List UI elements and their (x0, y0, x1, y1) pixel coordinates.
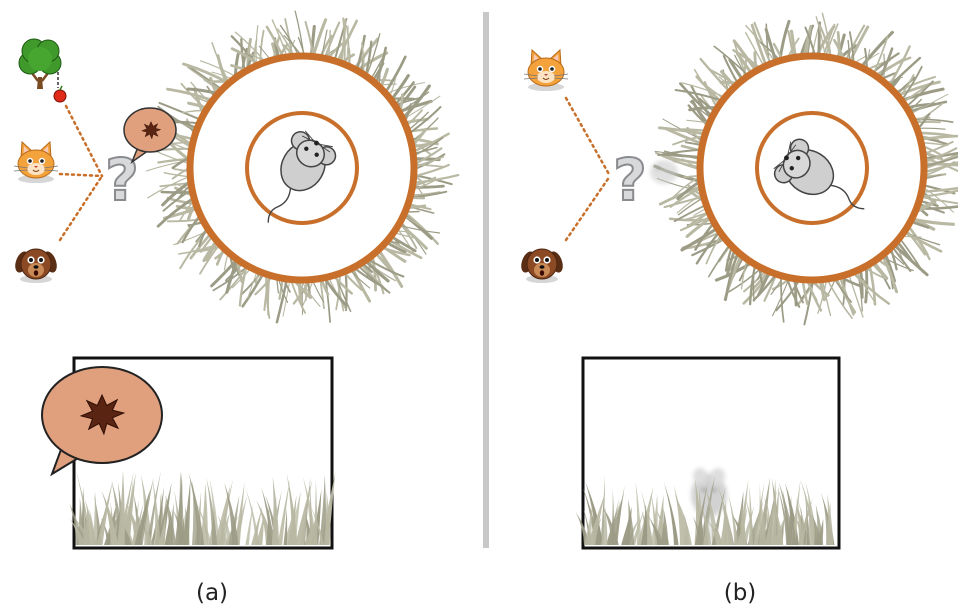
panel-label-b: (b) (724, 580, 757, 606)
small-alarm-bubble (123, 107, 177, 165)
tree-icon (17, 37, 63, 91)
cat-icon (523, 49, 569, 92)
inner-ring (245, 111, 359, 225)
cat-icon (13, 141, 59, 184)
blurred-mouse-ghost (650, 160, 678, 184)
grass-strip-b (575, 475, 835, 545)
panel-b: ? (b) (518, 12, 958, 606)
dog-icon (518, 248, 566, 284)
grass-strip-a (69, 470, 336, 545)
dotted-connectors (564, 96, 612, 242)
predator-field-a (145, 10, 460, 324)
inner-ring (755, 111, 869, 225)
panel-a: ? (a) (12, 10, 460, 606)
dotted-connectors (58, 104, 104, 242)
predator-field-b (653, 12, 958, 326)
panel-divider (483, 12, 489, 548)
dog-icon (12, 248, 60, 284)
large-alarm-bubble (41, 366, 163, 477)
panel-label-a: (a) (196, 580, 228, 606)
apple-icon (53, 89, 67, 103)
question-mark: ? (613, 146, 647, 214)
